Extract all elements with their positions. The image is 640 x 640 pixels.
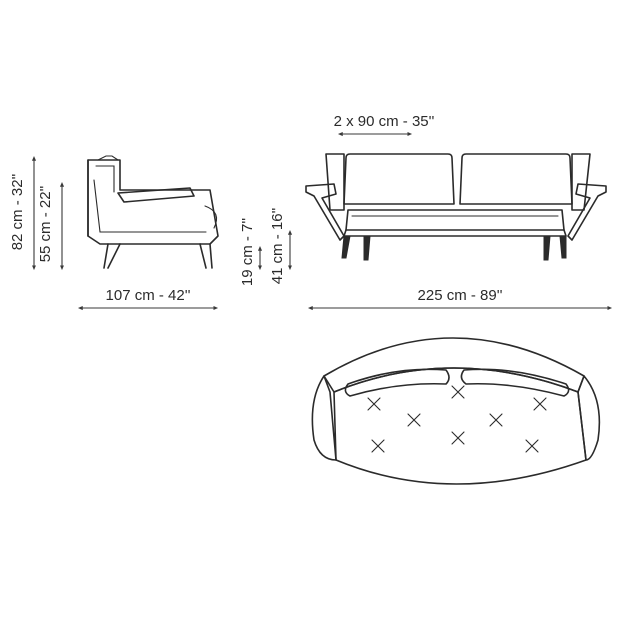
cushion-height-label: 19 cm - 7'' bbox=[239, 218, 256, 286]
top-view bbox=[311, 337, 601, 485]
front-view bbox=[305, 153, 607, 261]
depth-label: 107 cm - 42'' bbox=[106, 287, 191, 304]
dimension-lines bbox=[31, 131, 613, 311]
back-cushion-right bbox=[459, 153, 573, 205]
back-cushion-left bbox=[343, 153, 455, 205]
seat-height-label: 55 cm - 22'' bbox=[37, 186, 54, 263]
width-label: 225 cm - 89'' bbox=[418, 287, 503, 304]
seat-frame-height-label: 41 cm - 16'' bbox=[269, 208, 286, 285]
seat-cushion bbox=[345, 209, 565, 231]
side-view bbox=[87, 155, 219, 269]
cushion-width-label: 2 x 90 cm - 35'' bbox=[334, 113, 435, 130]
total-height-label: 82 cm - 32'' bbox=[9, 174, 26, 251]
